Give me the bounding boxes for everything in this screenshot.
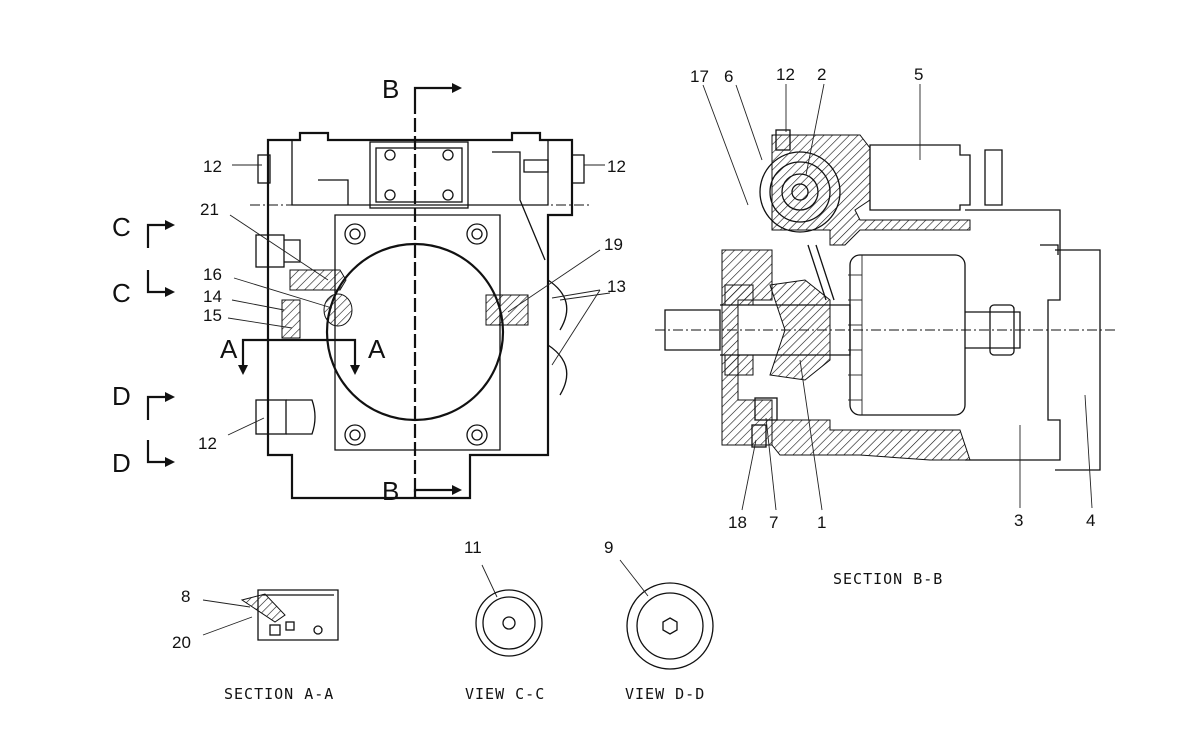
- view-dd-drawing: [619, 559, 714, 670]
- callout-12-top: 12: [776, 65, 795, 84]
- section-letters: B B C C D D A A: [112, 74, 399, 506]
- passage-14-15: [281, 299, 301, 339]
- callout-17: 17: [690, 67, 709, 86]
- callout-8: 8: [181, 587, 190, 606]
- detail-8-20: [240, 593, 286, 623]
- front-cover: [721, 249, 773, 446]
- view-letter-c-top: C: [112, 212, 131, 242]
- caption-section-bb: SECTION B-B: [833, 570, 943, 588]
- front-view: [146, 83, 590, 500]
- callout-18: 18: [728, 513, 747, 532]
- callout-16: 16: [203, 265, 222, 284]
- housing-outline: [266, 131, 574, 500]
- callout-13: 13: [607, 277, 626, 296]
- callout-5: 5: [914, 65, 923, 84]
- view-letter-d-top: D: [112, 381, 131, 411]
- rear-cover-4: [1055, 249, 1101, 471]
- callout-15: 15: [203, 306, 222, 325]
- callout-12-bottom: 12: [198, 434, 217, 453]
- callout-12-right: 12: [607, 157, 626, 176]
- drive-shaft: [664, 309, 721, 351]
- fitting-upper-left: [255, 234, 285, 268]
- callout-3: 3: [1014, 511, 1023, 530]
- section-letter-b-bottom: B: [382, 476, 399, 506]
- upper-block: [291, 140, 549, 206]
- servo-piston-2: [759, 151, 841, 233]
- callout-14: 14: [203, 287, 222, 306]
- callout-21: 21: [200, 200, 219, 219]
- callout-12-left: 12: [203, 157, 222, 176]
- bearing-upper: [724, 284, 754, 306]
- callout-20: 20: [172, 633, 191, 652]
- section-bb-leaders: [559, 83, 1093, 511]
- view-captions: SECTION B-B SECTION A-A VIEW C-C VIEW D-…: [224, 570, 943, 703]
- cover-plate: [369, 141, 469, 209]
- callout-numbers: 12 12 12 21 16 14 15 19 13 17 6 12 2 5 1…: [172, 65, 1095, 652]
- caption-section-aa: SECTION A-A: [224, 685, 334, 703]
- compensator-5: [869, 144, 971, 211]
- section-aa-drawing: [202, 589, 339, 641]
- view-cc-drawing: [475, 564, 543, 657]
- callout-9: 9: [604, 538, 613, 557]
- section-bb-drawing: [655, 129, 1115, 471]
- caption-view-cc: VIEW C-C: [465, 685, 545, 703]
- bearing-lower: [724, 354, 754, 376]
- plug-12-left: [257, 154, 271, 184]
- callout-19: 19: [604, 235, 623, 254]
- section-letter-b-top: B: [382, 74, 399, 104]
- callout-2: 2: [817, 65, 826, 84]
- caption-view-dd: VIEW D-D: [625, 685, 705, 703]
- plug-12-top: [775, 129, 791, 151]
- section-letter-a-left: A: [220, 334, 238, 364]
- fitting-12-lower: [255, 399, 287, 435]
- plug-12-right: [571, 154, 585, 184]
- callout-6: 6: [724, 67, 733, 86]
- passage-16: [323, 293, 353, 327]
- callout-1: 1: [817, 513, 826, 532]
- callout-7: 7: [769, 513, 778, 532]
- plug-18: [751, 424, 767, 448]
- passage-19: [485, 294, 529, 326]
- cylinder-barrel: [849, 254, 966, 416]
- view-letter-d-bottom: D: [112, 448, 131, 478]
- coupler: [989, 304, 1015, 356]
- front-view-leaders: [227, 164, 605, 436]
- end-cover-3: [965, 209, 1061, 461]
- section-letter-a-right: A: [368, 334, 386, 364]
- lower-housing: [771, 419, 971, 461]
- callout-4: 4: [1086, 511, 1095, 530]
- callout-11: 11: [464, 538, 482, 557]
- view-letter-c-bottom: C: [112, 278, 131, 308]
- passage-21: [289, 269, 347, 291]
